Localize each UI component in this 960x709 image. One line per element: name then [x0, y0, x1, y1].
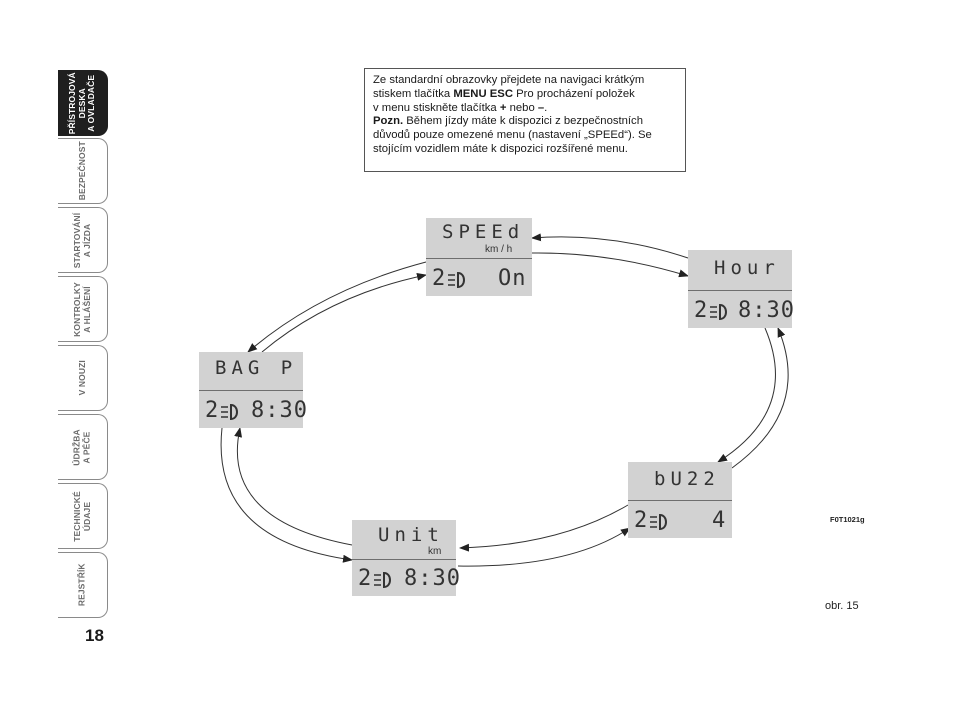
tab-kontrolky[interactable]: KONTROLKY A HLÁŠENÍ — [58, 276, 108, 342]
note-text: Pro procházení položek — [513, 87, 635, 100]
note-text: stiskem tlačítka — [373, 87, 454, 100]
note-text: . — [544, 101, 548, 114]
note-label: Pozn. — [373, 115, 404, 128]
lcd-top-text: Unit — [378, 524, 444, 546]
arrow-speed-to-bag — [247, 261, 427, 353]
lcd-unit-text: km / h — [485, 244, 513, 255]
arrow-speed-to-hour — [531, 252, 689, 278]
figure-code: F0T1021g — [830, 515, 865, 524]
note-box: Ze standardní obrazovky přejdete na navi… — [364, 68, 686, 172]
lcd-bag-p: BAG P 2 8:30 — [199, 352, 307, 428]
arrow-bag-to-unit — [220, 427, 353, 563]
tab-technicke-udaje[interactable]: TECHNICKÉ ÚDAJE — [58, 483, 108, 549]
lcd-separator — [688, 290, 792, 291]
lcd-left-digit: 2 — [694, 298, 709, 323]
arrow-hour-to-buzz — [717, 327, 776, 463]
lcd-unit: Unit km 2 8:30 — [352, 520, 460, 596]
lcd-separator — [426, 258, 532, 259]
lcd-separator — [199, 390, 303, 391]
note-line: v menu stiskněte tlačítka + nebo –. — [373, 102, 677, 116]
lcd-right-text: 4 — [712, 508, 727, 533]
lcd-top-text: bU22 — [654, 468, 720, 490]
headlamp-icon — [448, 271, 465, 289]
lcd-left-digit: 2 — [205, 398, 220, 423]
arrow-bag-to-speed — [261, 272, 427, 353]
note-line: Pozn. Během jízdy máte k dispozici z bez… — [373, 115, 677, 129]
note-text: v menu stiskněte tlačítka — [373, 101, 500, 114]
lcd-right-text: On — [498, 266, 527, 291]
lcd-left-digit: 2 — [634, 508, 649, 533]
headlamp-icon — [710, 303, 727, 321]
tab-udrzba[interactable]: ÚDRŽBA A PÉČE — [58, 414, 108, 480]
figure-caption: obr. 15 — [825, 600, 859, 612]
tab-pristrojova-deska[interactable]: PŘÍSTROJOVÁ DESKA A OVLADAČE — [58, 70, 108, 136]
tab-bezpecnost[interactable]: BEZPEČNOST — [58, 138, 108, 204]
tab-rejstrik[interactable]: REJSTŘÍK — [58, 552, 108, 618]
note-line: důvodů pouze omezené menu (nastavení „SP… — [373, 129, 652, 142]
note-line: stojícím vozidlem máte k dispozici rozší… — [373, 142, 628, 155]
arrow-buzz-to-hour — [731, 327, 789, 469]
headlamp-icon — [374, 571, 391, 589]
lcd-hour: Hour 2 8:30 — [688, 250, 795, 328]
menu-esc-label: MENU ESC — [453, 87, 513, 100]
chapter-tabs: PŘÍSTROJOVÁ DESKA A OVLADAČE BEZPEČNOST … — [58, 70, 108, 620]
minus-label: – — [537, 101, 545, 114]
lcd-left-digit: 2 — [358, 566, 373, 591]
arrow-hour-to-speed — [531, 233, 689, 259]
arrow-unit-to-buzz — [457, 527, 631, 567]
lcd-top-text: Hour — [714, 257, 780, 279]
arrow-buzz-to-unit — [459, 504, 629, 552]
lcd-buzz: bU22 2 4 — [628, 462, 732, 538]
page-number: 18 — [85, 626, 104, 645]
plus-label: + — [499, 101, 507, 114]
note-text: Během jízdy máte k dispozici z bezpečnos… — [403, 115, 643, 128]
lcd-unit-text: km — [428, 546, 442, 557]
note-text: nebo — [506, 101, 538, 114]
headlamp-icon — [221, 403, 238, 421]
note-line: Ze standardní obrazovky přejdete na navi… — [373, 74, 645, 86]
lcd-right-text: 8:30 — [251, 398, 308, 423]
lcd-top-text: BAG P — [215, 357, 298, 379]
lcd-speed: SPEEd km / h 2 On — [426, 218, 532, 296]
tab-startovani[interactable]: STARTOVÁNÍ A JÍZDA — [58, 207, 108, 273]
headlamp-icon — [650, 513, 667, 531]
lcd-top-text: SPEEd — [442, 221, 525, 243]
lcd-separator — [352, 559, 456, 560]
lcd-separator — [628, 500, 732, 501]
lcd-right-text: 8:30 — [404, 566, 461, 591]
lcd-left-digit: 2 — [432, 266, 447, 291]
note-line: stiskem tlačítka MENU ESC Pro procházení… — [373, 88, 677, 102]
tab-v-nouzi[interactable]: V NOUZI — [58, 345, 108, 411]
lcd-right-text: 8:30 — [738, 298, 795, 323]
arrow-unit-to-bag — [234, 427, 353, 546]
